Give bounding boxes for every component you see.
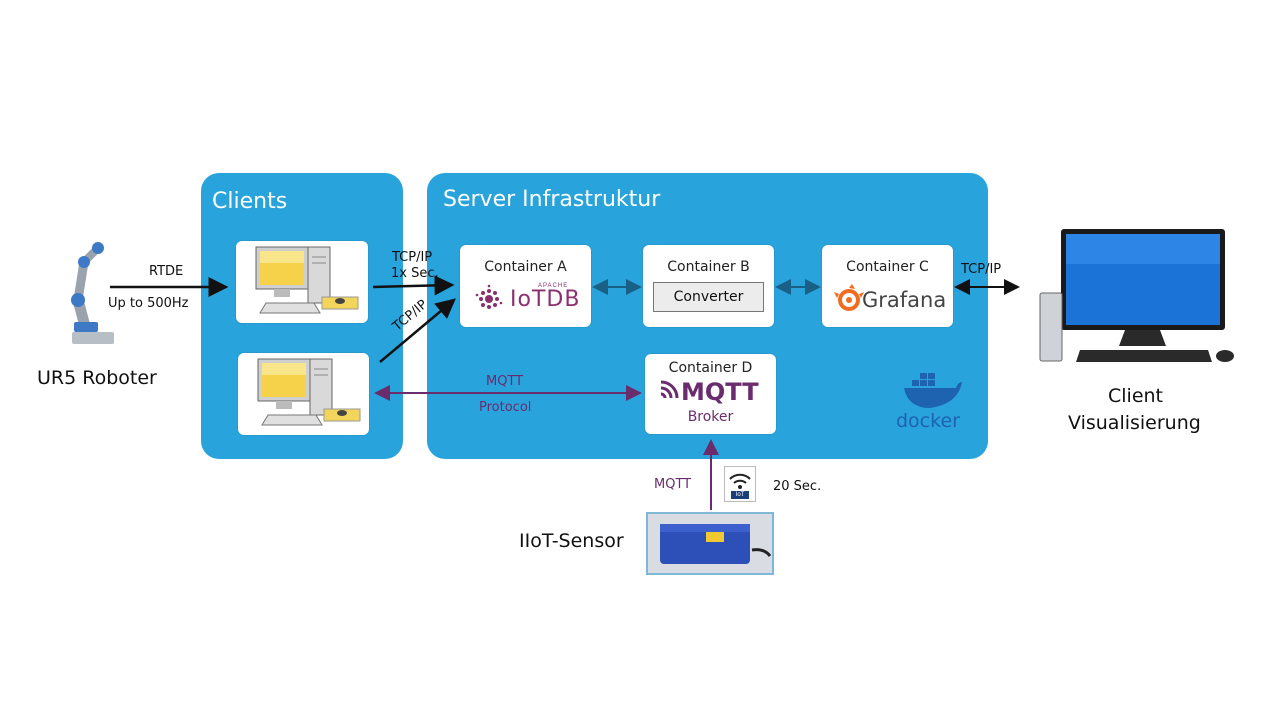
server-panel-title: Server Infrastruktur: [443, 187, 661, 212]
container-a-title: Container A: [484, 259, 567, 275]
client-pc-1: [236, 241, 368, 323]
visual-label-line1: Client: [1108, 385, 1164, 407]
visual-label-line2: Visualisierung: [1068, 412, 1201, 434]
desktop-pc-icon: [255, 246, 359, 314]
sensor-mqtt-label: MQTT: [654, 477, 692, 492]
sensor-box-icon: [660, 524, 772, 564]
converter-label: Converter: [673, 289, 744, 305]
desktop-pc-icon: [257, 358, 361, 426]
iotdb-logo-text: IoTDB: [510, 287, 581, 312]
iotdb-logo-icon: [475, 284, 503, 309]
container-b: Container B Converter: [643, 245, 774, 327]
iotdb-logo-sup: APACHE: [538, 283, 569, 289]
visual-tcp-label: TCP/IP: [961, 262, 1002, 277]
container-a: Container A APACHE IoTDB: [460, 245, 591, 327]
broker-label: Broker: [687, 409, 734, 425]
client-pc-2: [238, 353, 369, 435]
mqtt-logo-icon: [660, 380, 679, 399]
mqtt-logo-text: MQTT: [681, 378, 759, 406]
container-c: Container C Grafana: [822, 245, 953, 327]
sensor-interval-label: 20 Sec.: [773, 479, 822, 494]
client2-protocol-label: Protocol: [479, 400, 532, 415]
iot-badge-text: IoT: [731, 491, 749, 499]
robot-label: UR5 Roboter: [37, 367, 157, 389]
clients-panel-title: Clients: [212, 189, 288, 214]
rtde-label: RTDE: [149, 264, 184, 279]
docker-logo-text: docker: [896, 410, 960, 432]
sensor-label: IIoT-Sensor: [519, 530, 624, 552]
client1-interval-label: 1x Sec.: [391, 266, 439, 281]
container-c-title: Container C: [846, 259, 929, 275]
container-b-title: Container B: [667, 259, 750, 275]
wifi-badge: IoT: [724, 466, 756, 502]
rate-label: Up to 500Hz: [108, 296, 189, 311]
grafana-logo-icon: [834, 284, 864, 311]
container-d: Container D MQTT Broker: [645, 354, 776, 434]
grafana-logo-text: Grafana: [862, 288, 947, 312]
container-d-title: Container D: [668, 360, 753, 376]
sensor-photo: [646, 512, 774, 575]
converter-box: Converter: [653, 282, 764, 312]
wifi-icon: [729, 473, 751, 489]
client2-mqtt-label: MQTT: [486, 374, 524, 389]
client1-tcp-label: TCP/IP: [392, 250, 433, 265]
